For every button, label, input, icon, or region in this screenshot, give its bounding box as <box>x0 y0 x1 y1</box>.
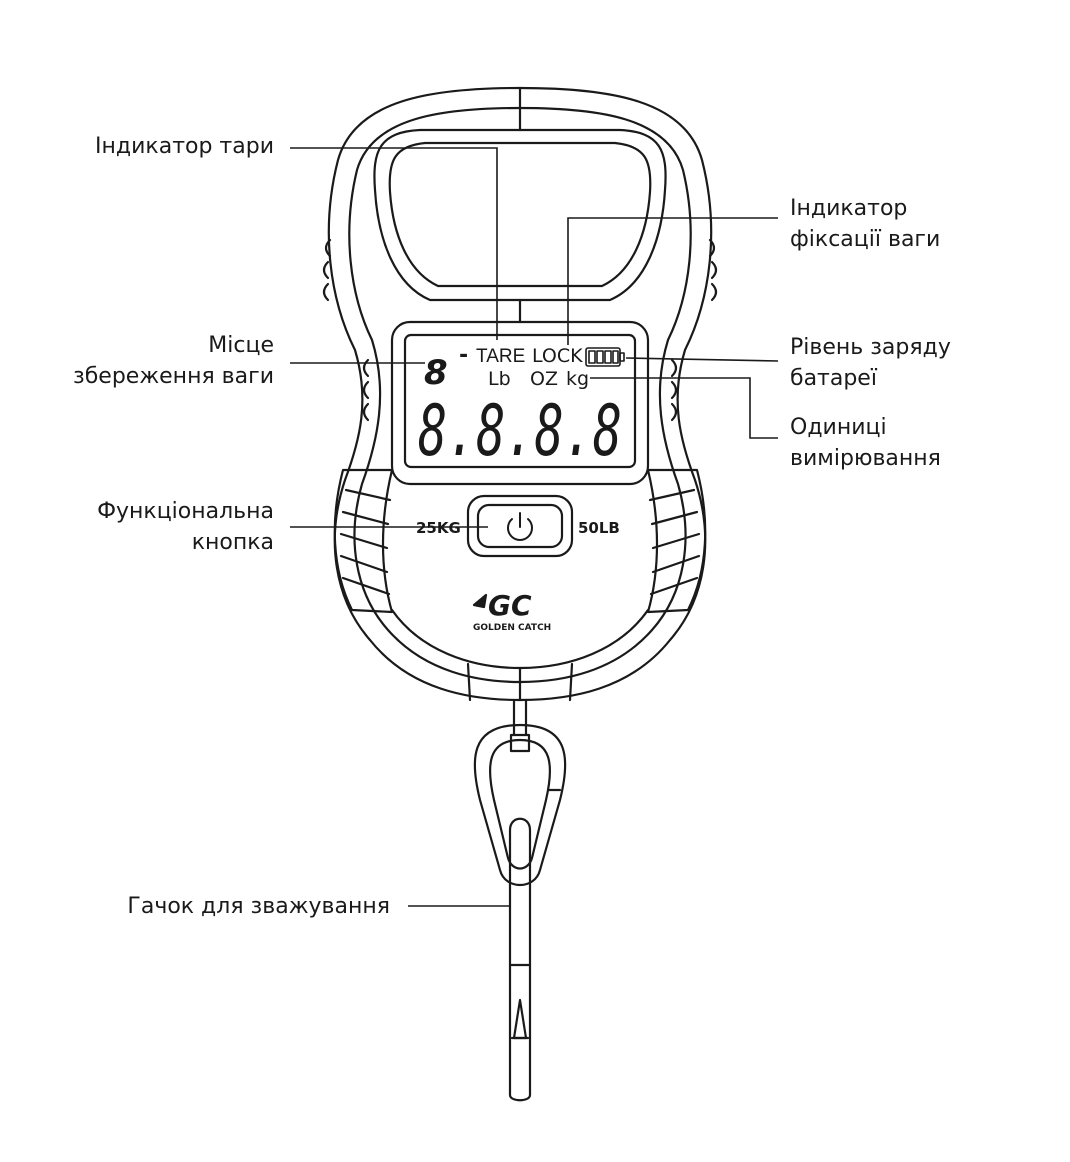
leader-lock <box>567 217 778 345</box>
brand-name: GOLDEN CATCH <box>473 623 551 633</box>
unit-kg: kg <box>566 368 589 390</box>
callout-units: Одиниці вимірювання <box>790 415 941 471</box>
callout-function-button: Функціональна кнопка <box>97 499 274 555</box>
callout-hook: Гачок для зважування <box>127 894 390 919</box>
leader-lines <box>290 147 779 907</box>
unit-oz: OZ <box>530 368 558 390</box>
leader-tare <box>290 147 498 340</box>
lock-indicator: LOCK <box>532 345 583 367</box>
callout-tare: Індикатор тари <box>95 134 274 159</box>
memory-digit: 8 <box>424 353 448 393</box>
power-icon <box>507 512 533 541</box>
capacity-lb: 50LB <box>578 519 620 537</box>
chain-link <box>473 723 567 886</box>
leader-units <box>590 377 778 439</box>
brand-logo-mark <box>472 593 488 609</box>
minus-indicator: - <box>459 343 468 368</box>
main-digits: 8.8.8.8 <box>418 390 622 472</box>
right-grip <box>646 468 707 614</box>
left-grip <box>333 468 394 614</box>
brand-logo: GC <box>488 589 532 622</box>
display-bezel <box>390 320 650 486</box>
function-button[interactable] <box>476 503 564 549</box>
side-bumps <box>322 238 718 422</box>
unit-lb: Lb <box>488 368 511 390</box>
lcd-screen <box>403 333 637 469</box>
callout-storage: Місце збереження ваги <box>73 333 274 389</box>
battery-icon <box>585 347 625 367</box>
callout-lock: Індикатор фіксації ваги <box>790 196 941 252</box>
handle-opening-inner <box>388 141 652 288</box>
tare-indicator: TARE <box>476 346 525 367</box>
leader-battery <box>625 357 779 362</box>
callout-battery: Рівень заряду батареї <box>790 335 951 391</box>
handle-opening <box>373 128 667 302</box>
capacity-kg: 25KG <box>416 519 461 537</box>
function-button-frame <box>466 494 574 558</box>
hook <box>473 698 567 1102</box>
